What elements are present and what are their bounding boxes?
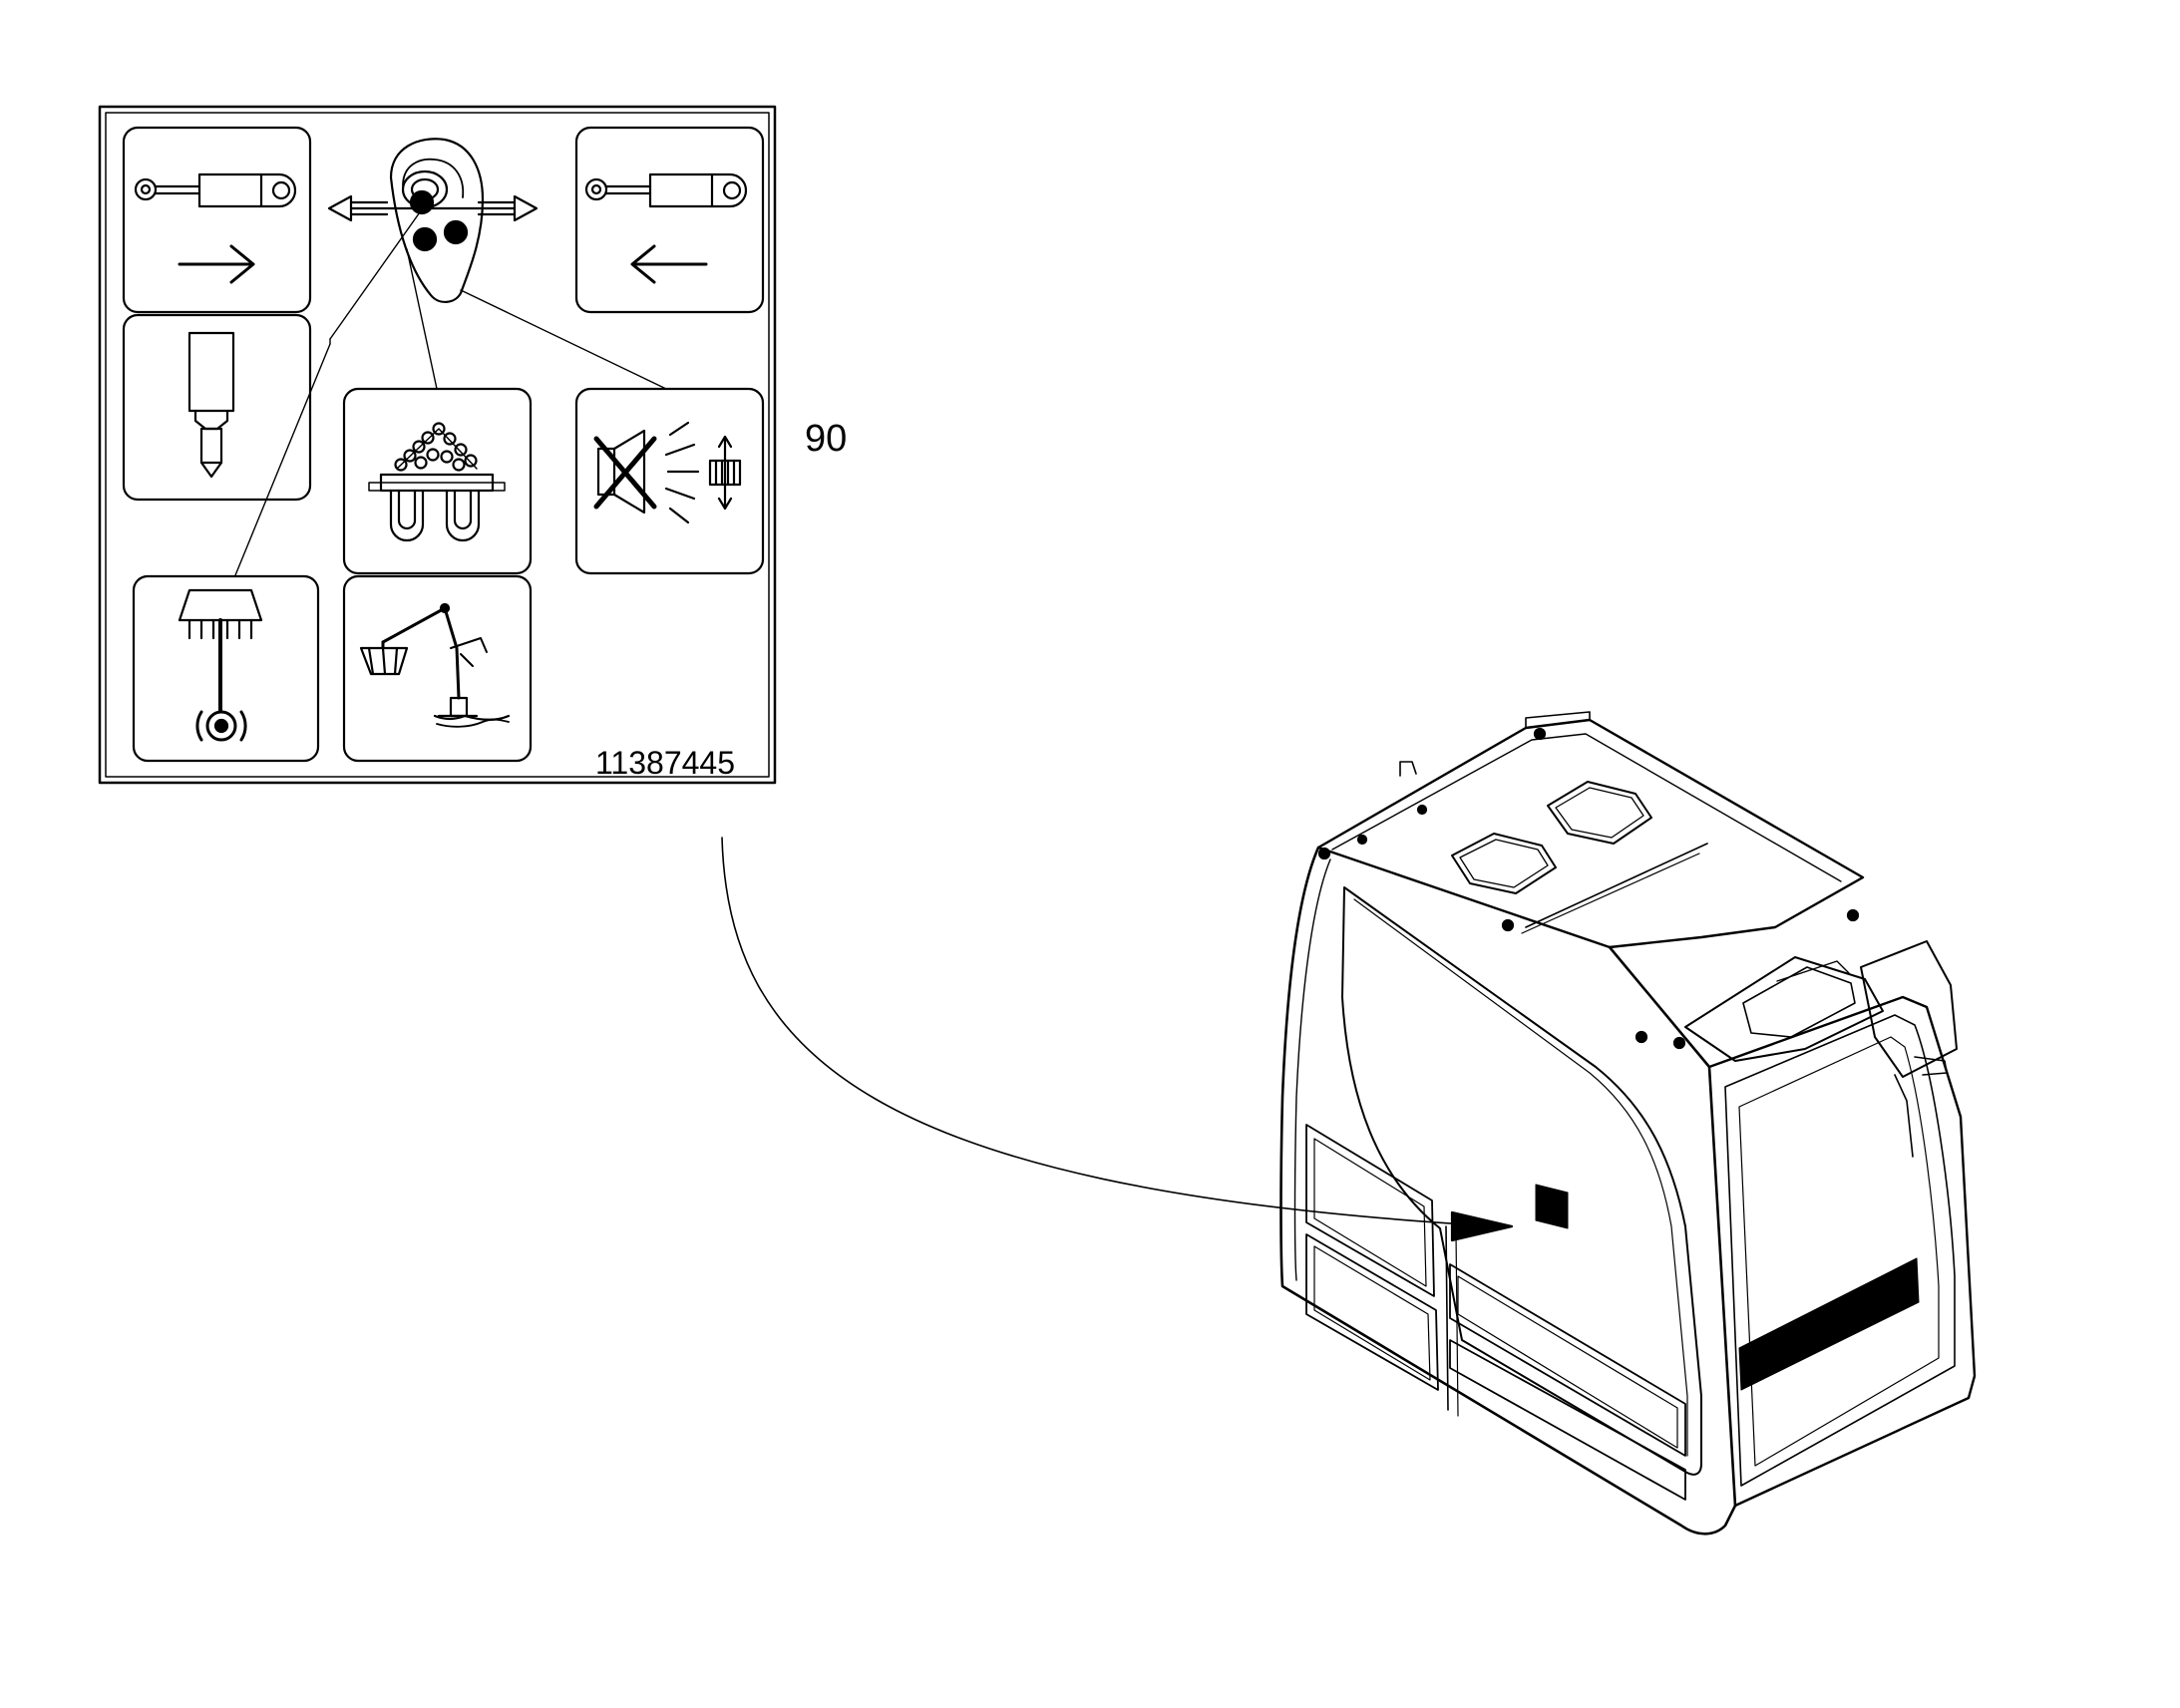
cylinder-retract-icon: [574, 126, 765, 314]
compactor-icon: [132, 574, 320, 763]
grapple-icon: [342, 387, 533, 575]
hammer-breaker-icon: [122, 313, 312, 502]
excavator-bucket-icon: [342, 574, 533, 763]
callout-label: 90: [805, 418, 847, 460]
leader-lines: [234, 208, 667, 576]
operator-cab: [1279, 711, 1977, 1536]
callout-pointer: [721, 837, 1514, 1242]
cylinder-extend-icon: [122, 126, 312, 314]
part-number-label: 11387445: [595, 745, 735, 781]
decal-panel: [98, 105, 777, 785]
joystick-icon: [327, 138, 539, 303]
travel-alarm-mute-icon: [574, 387, 765, 575]
